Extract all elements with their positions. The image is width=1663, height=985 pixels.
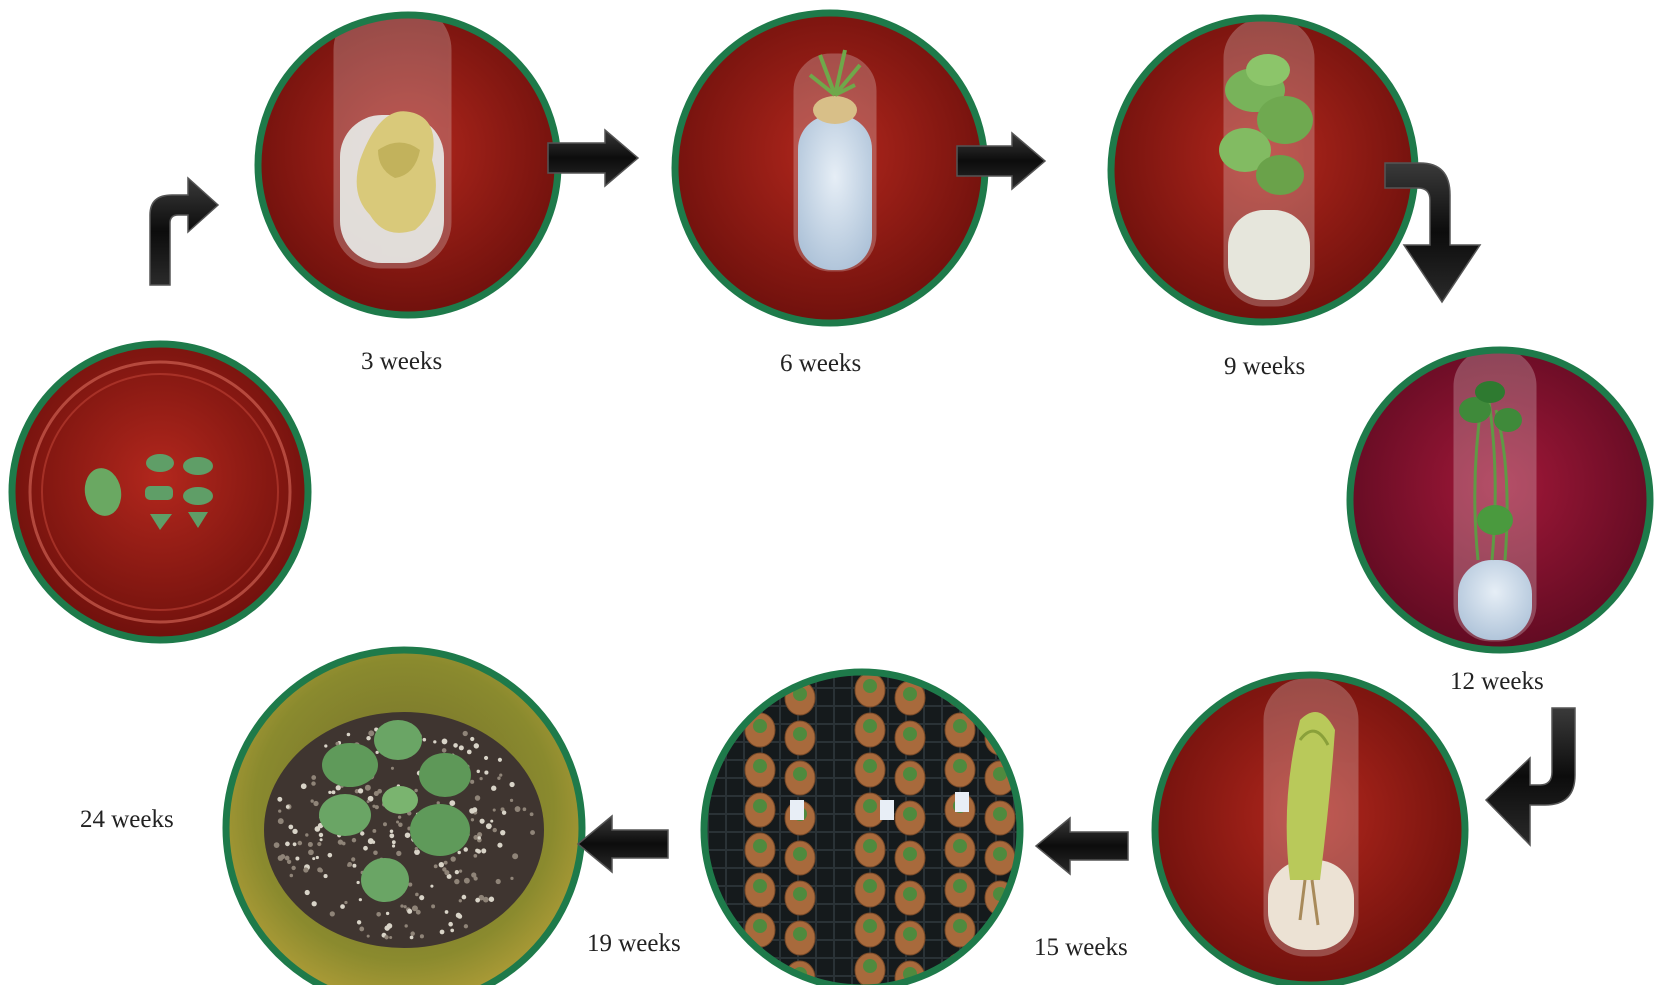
shoot-initiation-tube-photo — [675, 13, 985, 323]
plant-tag — [880, 800, 894, 820]
label-15-weeks: 15 weeks — [1034, 934, 1128, 962]
rosette-leaves — [382, 786, 418, 814]
shoot-multiplication-tube-photo — [1111, 18, 1415, 322]
plant-pot — [985, 681, 1015, 715]
left-arrow-15-to-19 — [1036, 818, 1128, 874]
plant-pot — [985, 961, 1015, 985]
explant-petri-dish-photo — [12, 344, 308, 640]
rooting-tube-photo — [1155, 675, 1465, 985]
culture-medium — [798, 115, 872, 270]
label-6-weeks: 6 weeks — [780, 350, 861, 378]
label-24-weeks: 24 weeks — [80, 806, 174, 834]
shoot-elongation-tube-photo — [1350, 350, 1650, 650]
acclimatization-pots-photo — [690, 660, 1040, 985]
right-arrow-3-to-6 — [548, 130, 638, 186]
label-9-weeks: 9 weeks — [1224, 353, 1305, 381]
mature-plant-pot-photo — [226, 650, 582, 985]
callus-tube-photo — [258, 5, 558, 315]
label-3-weeks: 3 weeks — [361, 348, 442, 376]
leafy-shoots — [1246, 54, 1290, 86]
label-19-weeks: 19 weeks — [587, 930, 681, 958]
left-arrow-19-to-24 — [578, 816, 668, 872]
curved-up-right-arrow — [150, 178, 218, 285]
plant-tag — [790, 800, 804, 820]
plant-tag — [955, 792, 969, 812]
label-12-weeks: 12 weeks — [1450, 668, 1544, 696]
curved-down-left-arrow — [1486, 708, 1575, 845]
